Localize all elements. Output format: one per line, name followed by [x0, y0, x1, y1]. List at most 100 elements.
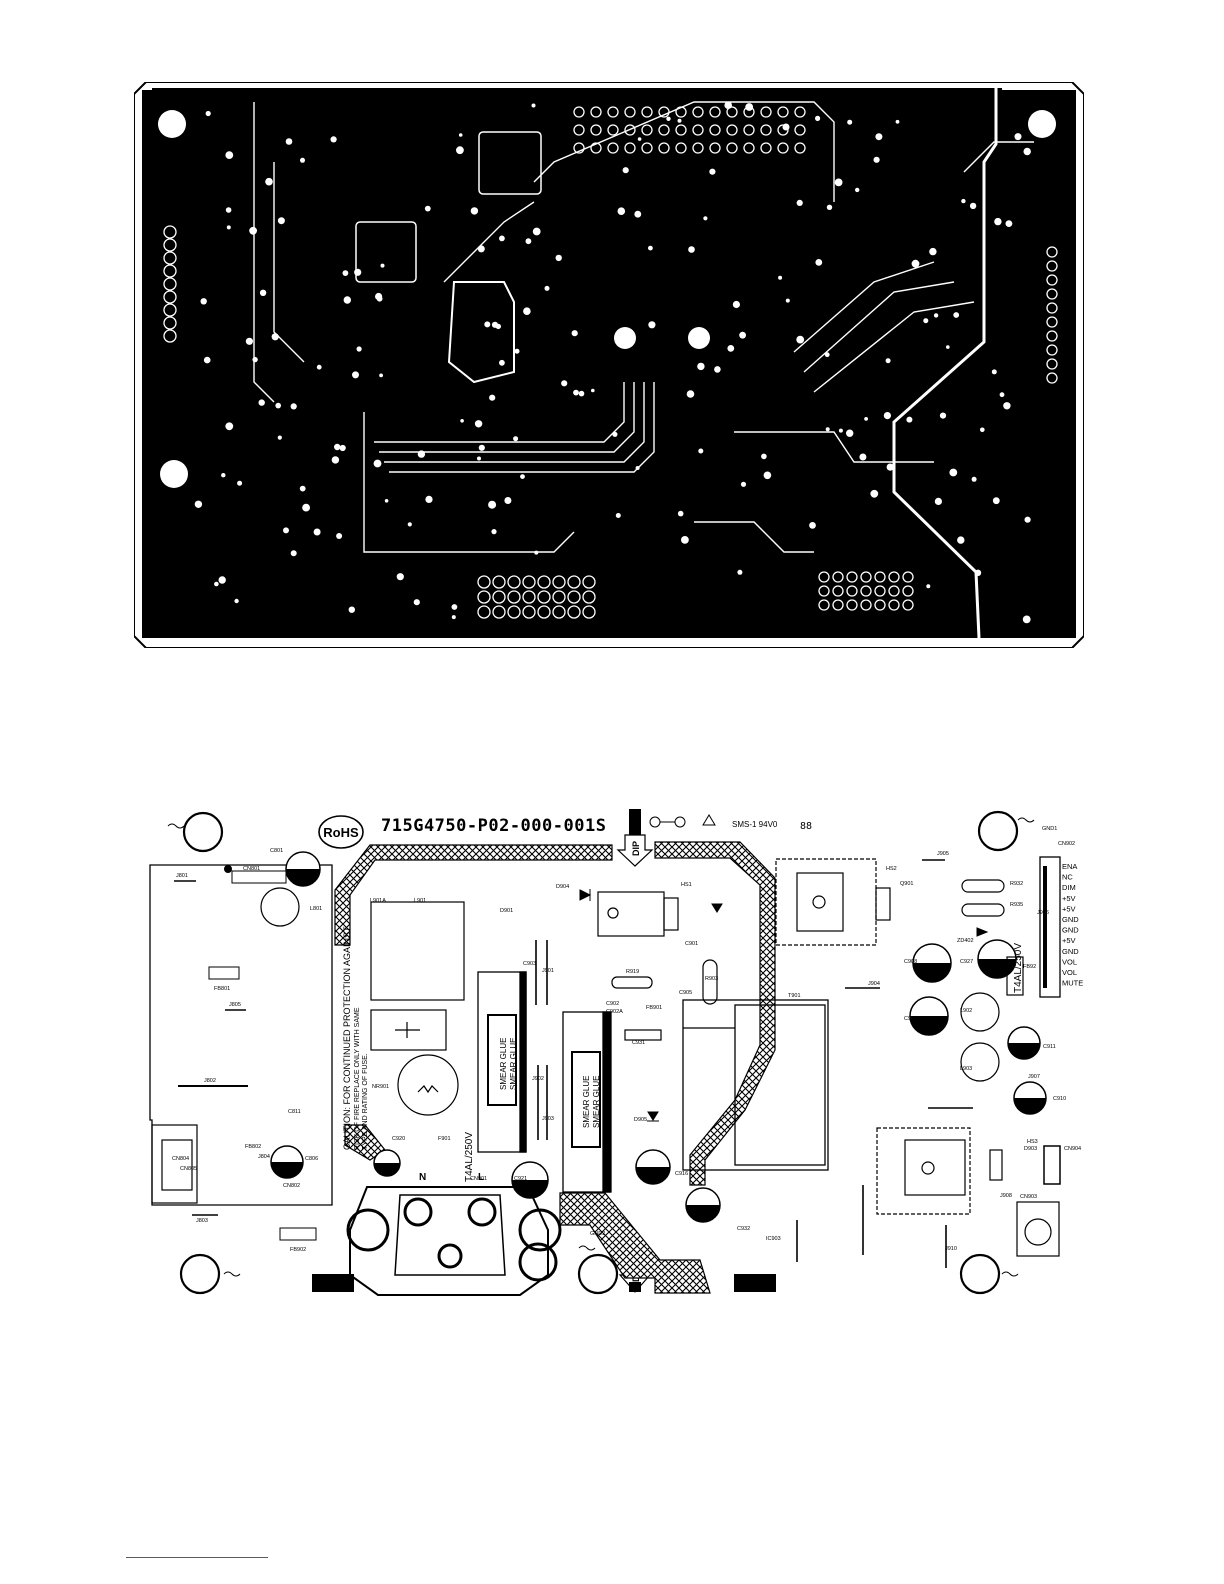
svg-text:CAUTION: FOR CONTINUED PROTECT: CAUTION: FOR CONTINUED PROTECTION AGAINS… [342, 926, 352, 1150]
ref-cn902: CN902 [1058, 841, 1075, 847]
ref-c932: C932 [737, 1226, 750, 1232]
ref-gnd2: GND2 [590, 1231, 605, 1237]
ref-r919: R919 [626, 969, 639, 975]
ref-ic903: IC903 [766, 1236, 781, 1242]
ref-cn903: CN903 [1020, 1194, 1037, 1200]
ref-j801: J801 [176, 873, 188, 879]
smear-glue-label: SMEAR GLUE [582, 1076, 591, 1128]
part-number: 715G4750-P02-000-001S [381, 816, 606, 836]
ref-c921: C921 [514, 1176, 527, 1182]
diodes [579, 889, 989, 1122]
copper-island [447, 281, 515, 384]
ref-c908: C908 [904, 959, 917, 965]
svg-text:RISK OF FIRE REPLACE ONLY WITH: RISK OF FIRE REPLACE ONLY WITH SAME [354, 1007, 361, 1150]
ref-c930: C930 [686, 1206, 699, 1212]
connector-pin-label: NC [1062, 873, 1073, 882]
connector-pin-label: +5V [1062, 936, 1076, 945]
isolation-hatch-bottom [559, 1192, 711, 1294]
ref-q901: Q901 [900, 881, 913, 887]
ac-inlet [346, 1186, 562, 1296]
ref-j805: J805 [229, 1002, 241, 1008]
ref-hs1: HS1 [681, 882, 692, 888]
connector-pin-label: DIM [1062, 883, 1076, 892]
connector-pin-label: VOL [1062, 957, 1077, 966]
mounting-hole [688, 327, 710, 349]
smd-pad [478, 131, 542, 195]
connector-cn903 [1016, 1201, 1060, 1257]
board-marking-code: 88 [800, 821, 812, 832]
ref-j908: J908 [1000, 1193, 1012, 1199]
warning-triangle-icon [702, 814, 716, 826]
reference-designators: C801J801CN801L801FB801J805J802C811J804FB… [172, 826, 1081, 1253]
ref-c806: C806 [305, 1156, 318, 1162]
ref-j904: J904 [868, 981, 880, 987]
ref-l901a: L901A [370, 898, 386, 904]
ferrite-fb902 [279, 1227, 317, 1241]
smd-pad [355, 221, 417, 283]
connector-pin-label: GND [1062, 915, 1079, 924]
ref-c901: C901 [685, 941, 698, 947]
ref-hs3: HS3 [1027, 1139, 1038, 1145]
ref-c905: C905 [679, 990, 692, 996]
fiducial-block [734, 1274, 776, 1292]
output-connector [1039, 856, 1061, 998]
ref-j910: J910 [945, 1246, 957, 1252]
connector-pin-label: GND [1062, 947, 1079, 956]
resistors [611, 879, 1024, 1041]
copper-pour-main [142, 90, 1004, 638]
secondary-region-outline [149, 864, 333, 1206]
ref-c811: C811 [288, 1109, 301, 1115]
fuse-rating-left: T4AL/250V [464, 1132, 475, 1182]
ref-zd402: ZD402 [957, 938, 974, 944]
heatsink-hs3 [876, 1127, 1003, 1215]
connector-cn904 [1043, 1145, 1061, 1185]
ref-cn801: CN801 [243, 866, 260, 872]
ref-c801: C801 [270, 848, 283, 854]
heatsink-hs2 [775, 858, 891, 946]
svg-text:TYPE AND RATING OF FUSE.: TYPE AND RATING OF FUSE. [362, 1053, 369, 1150]
fuse-rating-right: T4AL/250V [1013, 943, 1024, 993]
ref-l901: L901 [414, 898, 426, 904]
connector-cn804 [151, 1124, 198, 1204]
ref-j802: J802 [204, 1078, 216, 1084]
ref-c916: C916 [675, 1171, 688, 1177]
ref-j906: J906 [1037, 910, 1049, 916]
smear-glue-label: SMEAR GLUE [592, 1076, 601, 1128]
dip-arrow-top: DIP [616, 809, 654, 867]
inductors [960, 992, 1000, 1082]
svg-text:DIP: DIP [631, 841, 641, 856]
ref-r932: R932 [1010, 881, 1023, 887]
ref-l801: L801 [310, 906, 322, 912]
transformer [682, 999, 829, 1171]
bulk-capacitor [562, 1011, 612, 1193]
ref-c927: C927 [960, 959, 973, 965]
ref-cn805: CN805 [180, 1166, 197, 1172]
connector-pin-label: VOL [1062, 968, 1077, 977]
ref-hs2: HS2 [886, 866, 897, 872]
mounting-hole [614, 327, 636, 349]
jumper-bars [535, 859, 973, 1268]
mounting-hole [158, 110, 186, 138]
ref-d903: D903 [1024, 1146, 1037, 1152]
connector-cn801 [224, 865, 287, 884]
ref-d901: D901 [500, 908, 513, 914]
ref-c902: C902 [606, 1001, 619, 1007]
svg-text:RoHS: RoHS [323, 825, 359, 840]
ref-cn802: CN802 [283, 1183, 300, 1189]
ref-c920: C920 [392, 1136, 405, 1142]
mounting-hole [182, 811, 224, 853]
recycle-icon [649, 816, 686, 828]
screw-icon [167, 817, 1035, 1277]
ref-l903: L903 [960, 1066, 972, 1072]
connector-pin-label: ENA [1062, 862, 1077, 871]
isolation-gap [892, 88, 998, 639]
connector-pin-label: +5V [1062, 904, 1076, 913]
mounting-hole [977, 810, 1019, 852]
ref-j907: J907 [1028, 1074, 1040, 1080]
mounting-hole [179, 1253, 221, 1295]
ref-j901: J901 [542, 968, 554, 974]
mounting-hole [160, 460, 188, 488]
ref-r935: R935 [1010, 902, 1023, 908]
